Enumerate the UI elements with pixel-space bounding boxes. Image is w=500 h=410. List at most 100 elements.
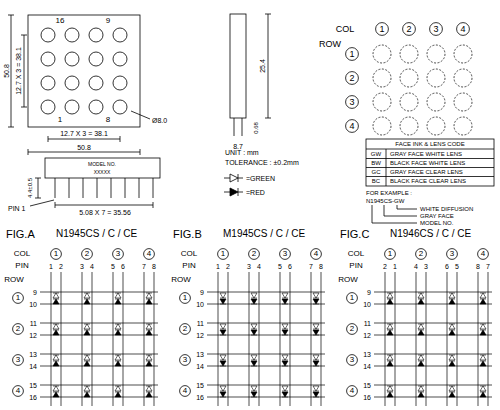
circle-outline (13, 386, 24, 397)
axis-label: ROW (4, 276, 24, 284)
circle-outline (13, 293, 24, 304)
circled-number: 3 (12, 354, 24, 366)
led-symbol (84, 361, 90, 366)
table-cell: GW (371, 151, 381, 157)
circled-number: 1 (375, 22, 389, 36)
lens-hole (65, 100, 79, 114)
circle-number-text: 2 (349, 74, 354, 83)
dot-outline (373, 45, 391, 63)
pin-leads (55, 178, 153, 198)
led-symbol (220, 299, 226, 304)
led-symbol (84, 324, 90, 329)
pin-number: 5 (278, 263, 282, 270)
figure-title: FIG.C (340, 229, 369, 240)
dimension-line (55, 202, 153, 208)
drawing-label: 8 (106, 116, 110, 124)
wire (457, 272, 458, 406)
circle-outline (13, 324, 24, 335)
table-cell: BLACK FACE WHITE LENS (390, 160, 465, 166)
drawing-label: 16 (56, 17, 65, 25)
circle-number-text: 1 (349, 50, 354, 59)
pin-number: 9 (33, 289, 37, 296)
pin-number: 11 (197, 320, 204, 327)
led-symbol (282, 299, 288, 304)
pin-number: 6 (445, 263, 449, 270)
circled-number: 3 (446, 248, 458, 260)
led-symbol (115, 299, 121, 304)
circle-outline (180, 386, 191, 397)
led-symbol (251, 355, 257, 360)
dimension-line (265, 14, 271, 118)
pin-number: 1 (216, 263, 220, 270)
pin-number: 4 (90, 263, 94, 270)
led-symbol (449, 361, 455, 366)
leader-line (372, 205, 417, 223)
circle-number-text: 1 (54, 250, 58, 258)
drawing-label: FOR EXAMPLE : (366, 190, 412, 196)
pin-number: 10 (196, 301, 204, 308)
circle-number-text: 3 (116, 250, 120, 258)
circled-number: 4 (345, 119, 359, 133)
table-cell: FACE INK & LENS CODE (395, 141, 464, 147)
wire (207, 385, 325, 386)
led-symbol (418, 361, 424, 366)
legend-text: =RED (246, 189, 265, 196)
lens-hole (41, 28, 55, 42)
green-diode-symbol (224, 174, 243, 182)
led-symbol (220, 330, 226, 335)
led-symbol (84, 386, 90, 391)
circle-number-text: 3 (450, 250, 454, 258)
pin-number: 10 (29, 301, 37, 308)
pin-number: 12 (363, 332, 371, 339)
circle-number-text: 2 (16, 325, 20, 333)
led-symbol (220, 392, 226, 397)
axis-label: PIN (349, 262, 362, 270)
pin-number: 4 (257, 263, 261, 270)
wire (123, 272, 124, 406)
dot-outline (454, 69, 472, 87)
circle-number-text: 1 (350, 294, 354, 302)
led-symbol (480, 355, 486, 360)
led-symbol (480, 361, 486, 366)
led-symbol (282, 386, 288, 391)
circled-number: 2 (346, 323, 358, 335)
led-symbol (53, 299, 59, 304)
circle-number-text: 1 (221, 250, 225, 258)
circled-number: 2 (12, 323, 24, 335)
circle-outline (218, 249, 229, 260)
wire (426, 272, 427, 406)
circle-outline (280, 249, 291, 260)
circled-number: 2 (248, 248, 260, 260)
circle-outline (346, 96, 359, 109)
circle-outline (347, 293, 358, 304)
circled-number: 3 (429, 22, 443, 36)
circle-outline (180, 293, 191, 304)
wire (447, 272, 448, 406)
wire (207, 292, 325, 293)
led-symbol (220, 355, 226, 360)
pin-number: 11 (30, 320, 37, 327)
pin-number: 8 (319, 263, 323, 270)
pin-number: 10 (363, 301, 371, 308)
axis-label: COL (348, 250, 364, 258)
axis-label: ROW (171, 276, 191, 284)
pin-lead (139, 178, 140, 198)
circle-number-text: 1 (183, 294, 187, 302)
led-symbol (313, 361, 319, 366)
pin-number: 12 (29, 332, 37, 339)
wire (113, 272, 114, 406)
circle-number-text: 4 (314, 250, 318, 258)
led-symbol (53, 355, 59, 360)
wire (374, 323, 492, 324)
dot-outline (454, 93, 472, 111)
circled-number: 4 (477, 248, 489, 260)
pin-lead (97, 178, 98, 198)
circled-number: 4 (456, 22, 470, 36)
drawing-label: ROW (319, 40, 341, 49)
wire (40, 385, 158, 386)
led-symbol (387, 361, 393, 366)
table-cell: BW (371, 160, 381, 166)
led-symbol (146, 392, 152, 397)
led-symbol (387, 324, 393, 329)
